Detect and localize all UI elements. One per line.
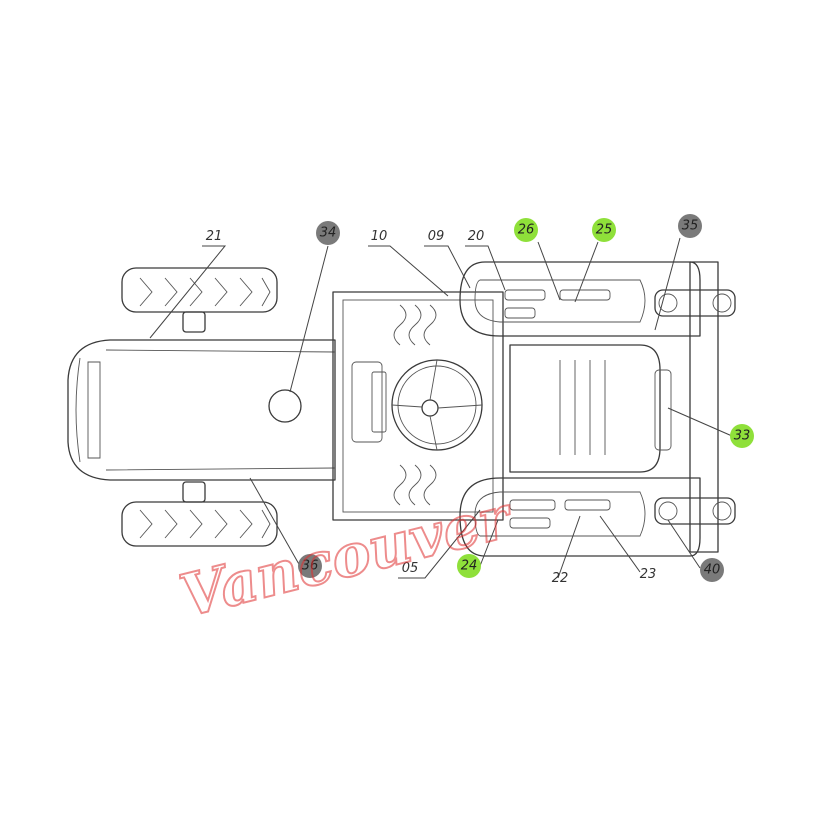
svg-text:34: 34 [320, 226, 337, 241]
svg-text:24: 24 [461, 559, 478, 574]
callout-badge [298, 554, 322, 578]
callout-label: 21 [206, 229, 223, 244]
watermark: Vancouver [172, 481, 522, 632]
leader-09 [424, 245, 471, 289]
svg-text:26: 26 [518, 223, 535, 238]
callout-05[interactable]: 05 [402, 561, 419, 576]
callout-badge [457, 554, 481, 578]
leader-21 [149, 245, 227, 339]
leader-24 [479, 519, 499, 567]
callouts: 21 34 10 09 20 26 25 35 [206, 214, 754, 586]
leader-20 [465, 245, 506, 291]
callout-22[interactable]: 22 [552, 571, 569, 586]
leader-23 [599, 515, 641, 573]
callout-21[interactable]: 21 [206, 229, 223, 244]
callout-40[interactable]: 40 [700, 558, 724, 582]
callout-36[interactable]: 36 [298, 554, 322, 578]
tractor-drawing [67, 261, 736, 557]
steering-wheel [391, 359, 483, 451]
leader-36 [249, 477, 301, 567]
leader-26 [537, 241, 561, 301]
leader-05 [398, 509, 481, 579]
callout-badge [316, 221, 340, 245]
callout-09[interactable]: 09 [428, 229, 445, 244]
svg-text:33: 33 [734, 429, 751, 444]
svg-text:36: 36 [302, 559, 319, 574]
svg-text:05: 05 [402, 561, 419, 576]
callout-badge [700, 558, 724, 582]
leader-22 [557, 515, 581, 579]
callout-33[interactable]: 33 [730, 424, 754, 448]
leader-34 [289, 245, 329, 393]
callout-24[interactable]: 24 [457, 554, 481, 578]
svg-text:23: 23 [640, 567, 657, 582]
svg-text:40: 40 [704, 563, 721, 578]
callout-badge [678, 214, 702, 238]
svg-text:10: 10 [371, 229, 388, 244]
rear-hitch [654, 261, 736, 553]
svg-text:25: 25 [596, 223, 613, 238]
front-left-tire [121, 267, 278, 313]
front-right-tire [121, 501, 278, 547]
seat [509, 344, 672, 473]
leader-40 [667, 519, 701, 569]
leader-25 [574, 241, 599, 303]
cab-frame [332, 291, 504, 521]
svg-text:22: 22 [552, 571, 569, 586]
leader-lines [149, 237, 733, 579]
left-fender [459, 261, 701, 337]
svg-text:09: 09 [428, 229, 445, 244]
callout-34[interactable]: 34 [316, 221, 340, 245]
callout-badge [730, 424, 754, 448]
svg-text:35: 35 [682, 219, 699, 234]
fuel-cap [268, 389, 302, 423]
svg-text:20: 20 [468, 229, 485, 244]
leader-33 [667, 407, 733, 437]
svg-text:Vancouver: Vancouver [173, 482, 521, 631]
hood [67, 339, 336, 481]
leader-35 [654, 237, 681, 331]
callout-35[interactable]: 35 [678, 214, 702, 238]
callout-badge [514, 218, 538, 242]
leader-10 [368, 245, 449, 297]
callout-26[interactable]: 26 [514, 218, 538, 242]
callout-23[interactable]: 23 [640, 567, 657, 582]
callout-25[interactable]: 25 [592, 218, 616, 242]
callout-badge [592, 218, 616, 242]
callout-20[interactable]: 20 [468, 229, 485, 244]
callout-10[interactable]: 10 [371, 229, 388, 244]
